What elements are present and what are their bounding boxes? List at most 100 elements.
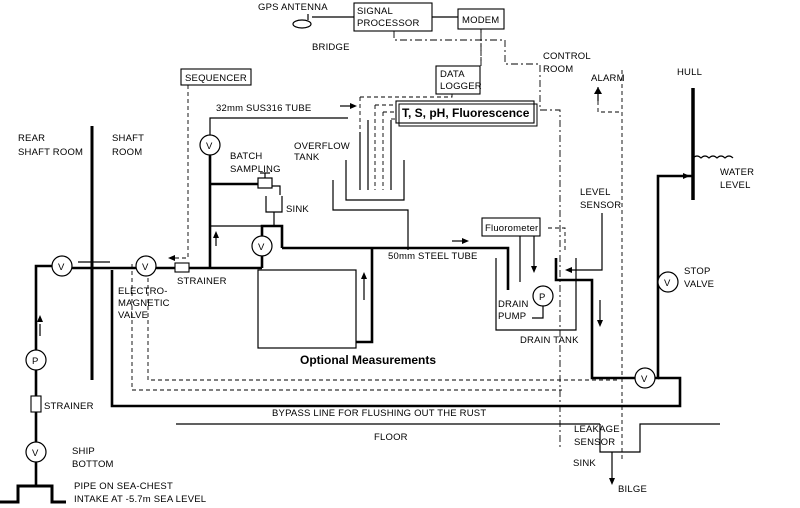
control-room-label-1: CONTROL [543, 51, 591, 62]
water-surface-icon [692, 155, 734, 159]
bridge-label: BRIDGE [312, 42, 350, 53]
overflow-tank-label-2: TANK [294, 152, 320, 163]
up-arrow-icon-1 [213, 231, 219, 238]
hull-label: HULL [677, 67, 702, 78]
control-room-label-2: ROOM [543, 64, 573, 75]
level-sensor-line [572, 213, 603, 271]
logger-bus-line [360, 94, 453, 98]
strainer-bottom-label: STRAINER [44, 401, 94, 412]
strainer-top-label: STRAINER [177, 276, 227, 287]
shaft-room-label-1: SHAFT [112, 133, 144, 144]
optional-measurements-label: Optional Measurements [300, 353, 436, 367]
sink-bottom-label: SINK [573, 458, 596, 469]
fluorometer-box [481, 217, 541, 237]
rear-shaft-room-label-2: SHAFT ROOM [18, 147, 83, 158]
fluorometer-arrow-icon [531, 266, 537, 273]
sensors-box [395, 100, 535, 124]
valve-stop-symbol: V [664, 278, 671, 289]
batch-sampling-label-2: SAMPLING [230, 164, 281, 175]
drain-pump-outlet [532, 306, 544, 319]
gps-antenna-label: GPS ANTENNA [258, 2, 328, 13]
drain-outlet-pipe [554, 258, 640, 380]
ship-bottom-label-1: SHIP [72, 446, 95, 457]
valve-batch-symbol: V [206, 141, 213, 152]
strainer-bottom-icon [30, 395, 42, 413]
pipe-sea-chest-label-2: INTAKE AT -5.7m SEA LEVEL [74, 494, 206, 505]
stop-valve-label-2: VALVE [684, 279, 714, 290]
gps-antenna-icon [292, 19, 312, 29]
tube-32mm-label: 32mm SUS316 TUBE [216, 103, 311, 114]
sequencer-control-line [175, 85, 189, 259]
ship-bottom-label-2: BOTTOM [72, 459, 114, 470]
sink-basin [265, 196, 283, 213]
valve-stop [657, 271, 679, 293]
data-logger-box [435, 65, 481, 95]
valve-rear-symbol: V [58, 262, 65, 273]
floor-pit [599, 423, 720, 453]
shaft-room-label-2: ROOM [112, 147, 142, 158]
control-loop-line-2 [147, 278, 620, 381]
bypass-line [110, 270, 682, 408]
floor-label: FLOOR [374, 432, 408, 443]
water-level-label-2: LEVEL [720, 180, 751, 191]
batch-sampling-label-1: BATCH [230, 151, 263, 162]
valve-electromagnetic-symbol: V [142, 262, 149, 273]
sink-label: SINK [286, 204, 309, 215]
overflow-tank [345, 160, 405, 201]
signal-processor-label-1: SIGNAL [357, 6, 393, 17]
valve-intake-symbol: V [32, 448, 39, 459]
fluorometer-link [548, 227, 566, 250]
sequencer-label: SEQUENCER [185, 73, 247, 84]
sequencer-box [180, 68, 252, 86]
bypass-line-label: BYPASS LINE FOR FLUSHING OUT THE RUST [272, 408, 486, 419]
level-sensor-arrow-icon [565, 267, 572, 273]
hull-arrow-icon [683, 173, 690, 179]
data-logger-label-2: LOGGER [440, 81, 482, 92]
alarm-arrow-icon [594, 87, 602, 94]
sensors-box-shadow [398, 103, 538, 127]
electro-valve-label-3: VALVE [118, 310, 148, 321]
electro-valve-label-1: ELECTRO- [118, 286, 168, 297]
optional-arrow-icon [361, 272, 367, 279]
valve-electromagnetic [135, 255, 157, 277]
water-level-label-1: WATER [720, 167, 754, 178]
valve-outlet-symbol: V [641, 374, 648, 385]
drain-pump-label-2: PUMP [498, 311, 526, 322]
valve-branch-symbol: V [258, 242, 265, 253]
sink-drain-line [210, 212, 275, 227]
drain-tank-label: DRAIN TANK [520, 335, 579, 346]
faucet-icon [257, 177, 273, 189]
rear-shaft-room-label-1: REAR [18, 133, 45, 144]
sequencer-arrow-icon [168, 255, 175, 261]
rear-riser-pipe [34, 264, 52, 350]
data-logger-label-1: DATA [440, 69, 465, 80]
overflow-tank-label-1: OVERFLOW [294, 141, 350, 152]
sea-chest-shape [0, 484, 66, 504]
faucet-spout [272, 185, 281, 195]
gps-antenna-group: GPS ANTENNA [258, 2, 354, 29]
drain-arrow-icon [597, 320, 603, 327]
steel-tube-label: 50mm STEEL TUBE [388, 251, 478, 262]
drain-tank [495, 258, 577, 331]
level-sensor-label-1: LEVEL [580, 187, 611, 198]
branch-pipe-upper [260, 224, 284, 248]
drain-pump-symbol: P [539, 292, 546, 303]
valve-outlet [634, 367, 656, 389]
intake-pump-symbol: P [32, 356, 39, 367]
drain-pump-label-1: DRAIN [498, 299, 529, 310]
tube-32mm-line [209, 117, 348, 138]
overflow-tank-outer [332, 180, 409, 250]
tube-32mm-arrow-icon [350, 103, 357, 109]
bilge-label: BILGE [618, 484, 647, 495]
bilge-arrow-icon [609, 478, 615, 485]
optional-measurements-box [257, 269, 357, 349]
pipe-sea-chest-label-1: PIPE ON SEA-CHEST [74, 481, 173, 492]
steel-tube-main [282, 246, 510, 290]
strainer-top-icon [174, 262, 190, 273]
control-loop-line [131, 264, 562, 391]
leakage-sensor-label-2: SENSOR [574, 437, 615, 448]
modem-label: MODEM [462, 15, 499, 26]
intake-up-arrow-icon [37, 315, 43, 322]
